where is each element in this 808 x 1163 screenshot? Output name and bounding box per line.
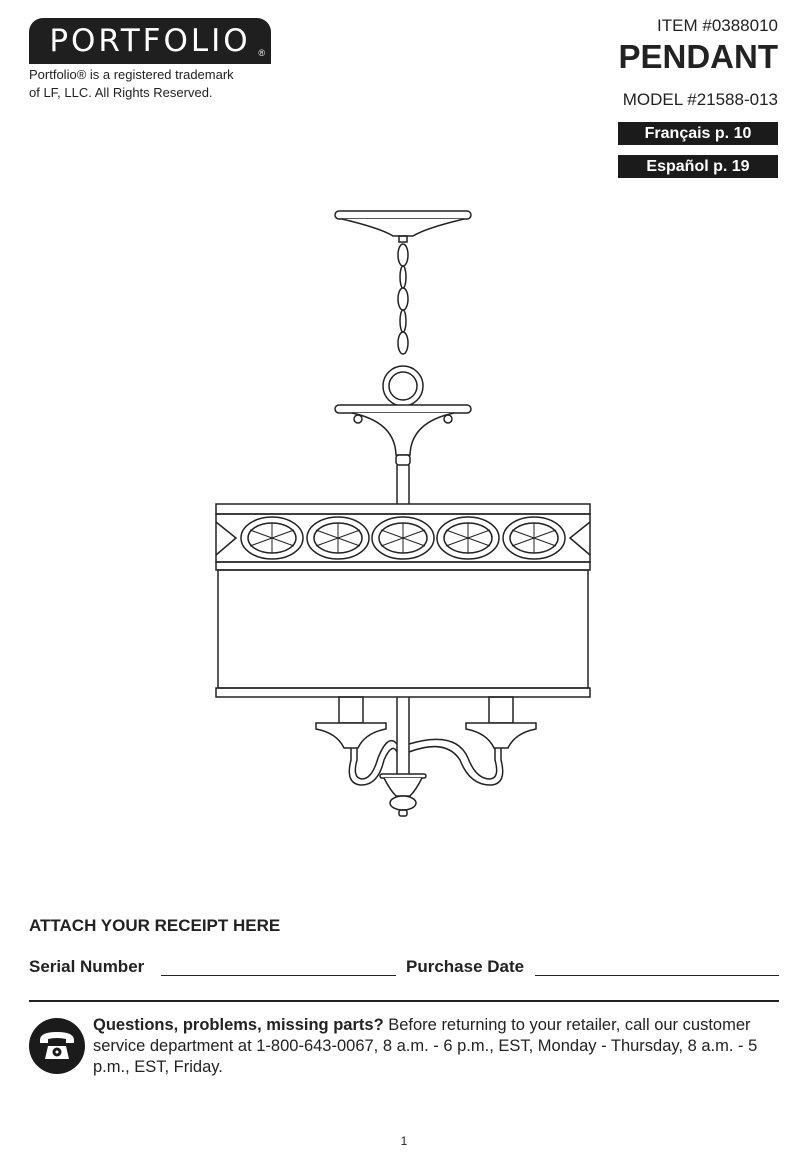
portfolio-logo: PORTFOLIO ® bbox=[29, 18, 271, 64]
spanish-section-link[interactable]: Español p. 19 bbox=[618, 155, 778, 178]
registered-mark: ® bbox=[258, 48, 265, 58]
pendant-illustration bbox=[215, 210, 591, 817]
telephone-icon bbox=[29, 1018, 85, 1074]
trademark-line-2: of LF, LLC. All Rights Reserved. bbox=[29, 85, 213, 100]
divider bbox=[29, 1000, 779, 1002]
page-number: 1 bbox=[400, 1134, 408, 1148]
support-body: Before returning to your retailer, call … bbox=[93, 1016, 758, 1076]
serial-number-label: Serial Number bbox=[29, 957, 145, 976]
page-title: PENDANT bbox=[618, 38, 778, 75]
model-number: MODEL #21588-013 bbox=[622, 90, 778, 109]
trademark-line-1: Portfolio® is a registered trademark bbox=[29, 67, 234, 82]
serial-number-field[interactable] bbox=[161, 975, 396, 976]
support-lead: Questions, problems, missing parts? bbox=[93, 1016, 384, 1034]
french-section-link[interactable]: Français p. 10 bbox=[618, 122, 778, 145]
purchase-date-field[interactable] bbox=[535, 975, 779, 976]
trademark-notice: Portfolio® is a registered trademark of … bbox=[29, 66, 234, 102]
logo-wordmark: PORTFOLIO bbox=[49, 23, 251, 59]
item-number: ITEM #0388010 bbox=[657, 16, 778, 35]
receipt-heading: ATTACH YOUR RECEIPT HERE bbox=[29, 916, 281, 935]
support-text: Questions, problems, missing parts? Befo… bbox=[93, 1015, 781, 1078]
purchase-date-label: Purchase Date bbox=[406, 957, 525, 976]
